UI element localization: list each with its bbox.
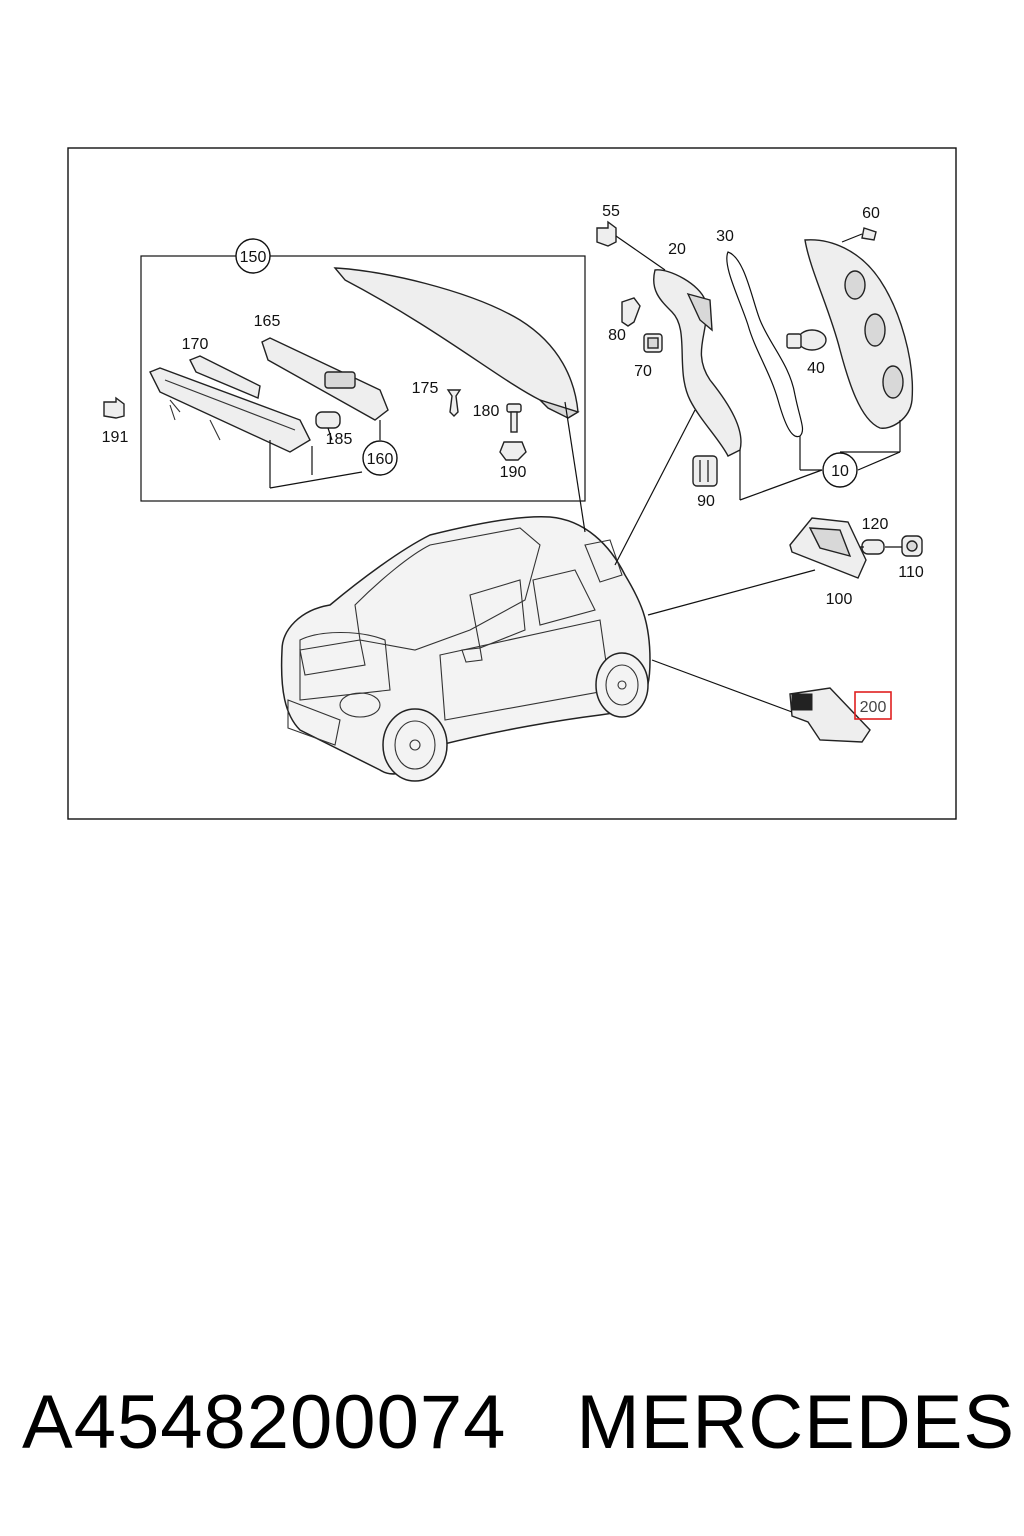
seal-30 — [726, 251, 804, 438]
callout-180: 180 — [473, 403, 500, 420]
license-lamp-100 — [789, 517, 867, 579]
callout-circle-10 — [822, 452, 858, 488]
callout-190: 190 — [500, 464, 527, 481]
callout-70: 70 — [634, 363, 652, 380]
bracket-200 — [789, 687, 871, 743]
callout-30: 30 — [716, 228, 734, 245]
fastener-175 — [446, 389, 462, 417]
part-number: A4548200074 — [22, 1379, 507, 1465]
callout-100: 100 — [826, 591, 853, 608]
callout-20: 20 — [668, 241, 686, 258]
brand-name: MERCEDES — [576, 1379, 1016, 1465]
callout-165: 165 — [254, 313, 281, 330]
connector-55 — [596, 220, 617, 247]
holder-110 — [901, 535, 923, 557]
callout-55: 55 — [602, 203, 620, 220]
bracket-165 — [189, 337, 389, 421]
callout-150: 150 — [240, 249, 267, 266]
callout-191: 191 — [102, 429, 129, 446]
callout-80: 80 — [608, 327, 626, 344]
callout-circle-150 — [235, 238, 271, 274]
screw-60 — [841, 227, 877, 243]
tail-light-housing — [804, 239, 914, 429]
bulb-185 — [315, 411, 341, 441]
group-box-150 — [140, 255, 586, 502]
connector-90 — [692, 455, 718, 487]
callout-circle-160 — [362, 440, 398, 476]
callout-60: 60 — [862, 205, 880, 222]
callout-110: 110 — [898, 564, 924, 581]
callout-175: 175 — [412, 380, 439, 397]
car-illustration — [280, 515, 651, 782]
light-strip-170 — [149, 367, 311, 453]
callout-160: 160 — [367, 451, 394, 468]
connector-191 — [103, 396, 125, 419]
clip-80 — [621, 297, 641, 327]
callout-10: 10 — [831, 463, 849, 480]
bulb-40 — [786, 329, 827, 351]
callout-120: 120 — [862, 516, 889, 533]
diagram-frame — [67, 147, 957, 820]
highlight-box-200 — [854, 691, 892, 720]
callout-200: 200 — [860, 699, 887, 716]
fastener-180 — [506, 403, 522, 433]
leader-lines — [269, 235, 902, 713]
callout-40: 40 — [807, 360, 825, 377]
trim-strip-20 — [653, 269, 742, 457]
bulb-120 — [861, 539, 885, 555]
callout-90: 90 — [697, 493, 715, 510]
clip-70 — [643, 333, 663, 353]
footer-caption: A4548200074 MERCEDES — [22, 1372, 1016, 1472]
spoiler-part — [333, 267, 580, 419]
callout-185: 185 — [326, 431, 353, 448]
callout-170: 170 — [182, 336, 209, 353]
nut-190 — [499, 441, 527, 461]
